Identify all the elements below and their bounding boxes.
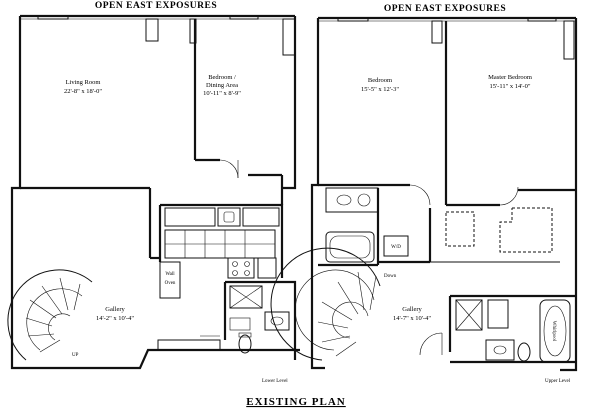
upper-column-2 <box>563 20 575 60</box>
right-plan-title: OPEN EAST EXPOSURES <box>384 4 506 14</box>
dining-area-dimensions: 10'-11" x 8'-9" <box>203 90 241 97</box>
lower-gallery-label: Gallery <box>105 306 125 313</box>
wd-label: W/D <box>391 245 401 250</box>
upper-closet-1 <box>445 211 475 247</box>
dining-area-label-line1: Bedroom / <box>208 74 236 81</box>
upper-closet-2 <box>499 207 553 253</box>
lower-spiral-stair[interactable]: UP <box>7 269 93 361</box>
master-bedroom-dimensions: 15'-11" x 14'-0" <box>490 83 531 90</box>
stair-down-label: Down <box>384 274 397 279</box>
master-door-swing <box>499 186 519 206</box>
bedroom-door-swing <box>409 184 431 206</box>
lower-level-label: Lower Level <box>262 379 288 384</box>
master-sink <box>485 339 515 361</box>
lower-toilet <box>238 334 252 354</box>
dining-door-swing <box>219 159 239 179</box>
upper-level-plan: W/D Whirlpool <box>270 16 578 384</box>
kitchen-block: Wall Oven <box>148 188 284 299</box>
living-room-dimensions: 22'-8" x 18'-0" <box>64 88 102 95</box>
shower-stall <box>229 285 263 309</box>
washer-dryer <box>383 235 409 257</box>
existing-plan-caption: EXISTING PLAN <box>246 396 346 408</box>
master-bathroom: Whirlpool <box>448 294 576 364</box>
upper-level-label: Upper Level <box>545 379 571 384</box>
upper-gallery-dimensions: 14'-7" x 10'-4" <box>393 315 431 322</box>
dining-area-label-line2: Dining Area <box>206 82 238 89</box>
oven-label: Oven <box>165 281 176 286</box>
lower-outer-wall <box>10 16 300 370</box>
stair-up-label: UP <box>72 353 79 358</box>
kitchen-sink <box>217 207 241 227</box>
bedroom-dimensions: 15'-5" x 12'-3" <box>361 86 399 93</box>
cooktop <box>227 257 255 279</box>
living-room-label: Living Room <box>66 79 101 86</box>
upper-bathroom-1 <box>318 187 380 267</box>
master-bedroom-label: Master Bedroom <box>488 74 532 81</box>
lower-bath-sink <box>264 311 290 331</box>
lower-column-3 <box>282 18 296 56</box>
bathtub <box>325 231 375 263</box>
lower-column-1 <box>145 18 159 42</box>
master-toilet <box>517 342 531 362</box>
wall-oven <box>159 261 181 299</box>
upper-gallery-label: Gallery <box>402 306 422 313</box>
left-plan-title: OPEN EAST EXPOSURES <box>95 1 217 11</box>
lower-gallery-dimensions: 14'-2" x 10'-4" <box>96 315 134 322</box>
wall-label: Wall <box>165 272 175 277</box>
master-shower <box>455 299 483 331</box>
upper-column-1 <box>431 20 443 44</box>
closet-shelf <box>157 339 221 351</box>
bedroom-label: Bedroom <box>368 77 392 84</box>
lower-level-plan: Wall Oven <box>7 14 300 384</box>
upper-outer-wall <box>310 18 325 370</box>
whirlpool-label: Whirlpool <box>551 321 556 342</box>
upper-spiral-stair[interactable]: Down <box>270 247 397 361</box>
lower-bathroom <box>157 280 297 360</box>
